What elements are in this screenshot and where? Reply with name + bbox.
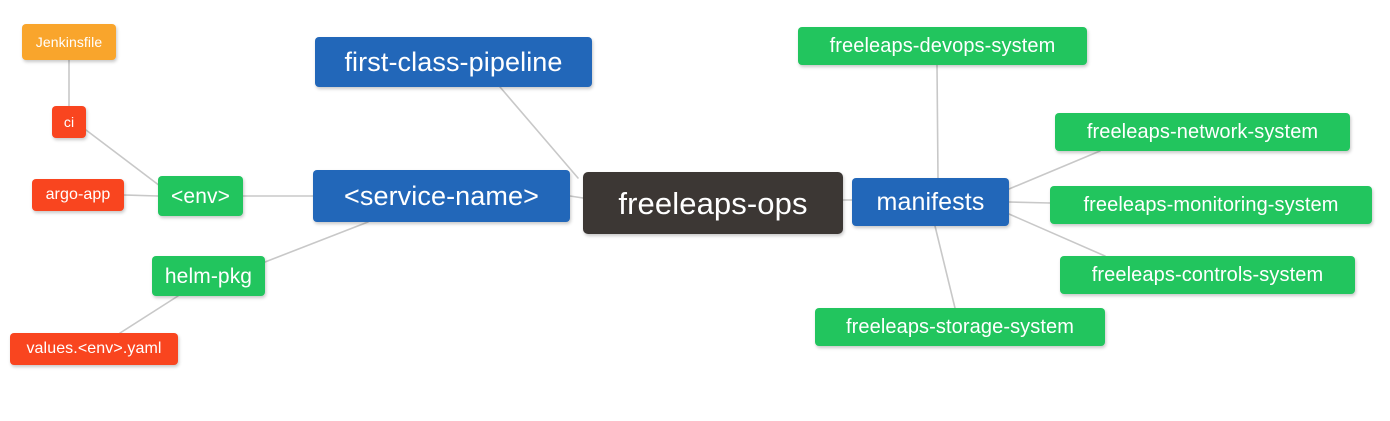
node-label-freeleaps-devops-system: freeleaps-devops-system — [829, 35, 1056, 57]
edge-ci-to-env — [85, 129, 161, 187]
node-values-yaml[interactable]: values.<env>.yaml — [10, 333, 178, 365]
edge-manifests-to-freeleaps-network-system — [1008, 150, 1101, 190]
edge-service-name-to-helm-pkg — [264, 221, 369, 263]
node-ci[interactable]: ci — [52, 106, 86, 138]
node-label-manifests: manifests — [876, 187, 985, 216]
node-freeleaps-network-system[interactable]: freeleaps-network-system — [1055, 113, 1350, 151]
edge-service-name-to-freeleaps-ops — [569, 195, 584, 199]
node-label-helm-pkg: helm-pkg — [164, 264, 253, 288]
node-label-freeleaps-network-system: freeleaps-network-system — [1086, 121, 1319, 143]
node-label-jenkinsfile: Jenkinsfile — [35, 34, 103, 50]
node-argo-app[interactable]: argo-app — [32, 179, 124, 211]
node-label-freeleaps-controls-system: freeleaps-controls-system — [1091, 264, 1324, 286]
node-helm-pkg[interactable]: helm-pkg — [152, 256, 265, 296]
node-freeleaps-controls-system[interactable]: freeleaps-controls-system — [1060, 256, 1355, 294]
node-label-ci: ci — [63, 114, 75, 130]
node-freeleaps-ops[interactable]: freeleaps-ops — [583, 172, 843, 234]
node-label-values-yaml: values.<env>.yaml — [26, 340, 162, 357]
node-first-class-pipeline[interactable]: first-class-pipeline — [315, 37, 592, 87]
node-label-service-name: <service-name> — [344, 180, 539, 211]
node-freeleaps-storage-system[interactable]: freeleaps-storage-system — [815, 308, 1105, 346]
edge-manifests-to-freeleaps-devops-system — [936, 64, 939, 179]
node-jenkinsfile[interactable]: Jenkinsfile — [22, 24, 116, 60]
node-env[interactable]: <env> — [158, 176, 243, 216]
node-freeleaps-devops-system[interactable]: freeleaps-devops-system — [798, 27, 1087, 65]
node-freeleaps-monitoring-system[interactable]: freeleaps-monitoring-system — [1050, 186, 1372, 224]
node-label-first-class-pipeline: first-class-pipeline — [344, 46, 563, 77]
edge-manifests-to-freeleaps-monitoring-system — [1008, 201, 1051, 204]
node-label-freeleaps-monitoring-system: freeleaps-monitoring-system — [1083, 194, 1339, 216]
node-label-argo-app: argo-app — [45, 186, 111, 203]
edge-manifests-to-freeleaps-storage-system — [934, 225, 956, 309]
edge-argo-app-to-env — [123, 194, 159, 197]
node-label-freeleaps-storage-system: freeleaps-storage-system — [845, 316, 1075, 338]
edge-helm-pkg-to-values-yaml — [119, 295, 179, 334]
node-service-name[interactable]: <service-name> — [313, 170, 570, 222]
node-label-freeleaps-ops: freeleaps-ops — [618, 185, 808, 221]
node-label-env: <env> — [171, 184, 230, 208]
edge-service-name-to-first-class-pipeline — [499, 86, 579, 179]
node-manifests[interactable]: manifests — [852, 178, 1009, 226]
